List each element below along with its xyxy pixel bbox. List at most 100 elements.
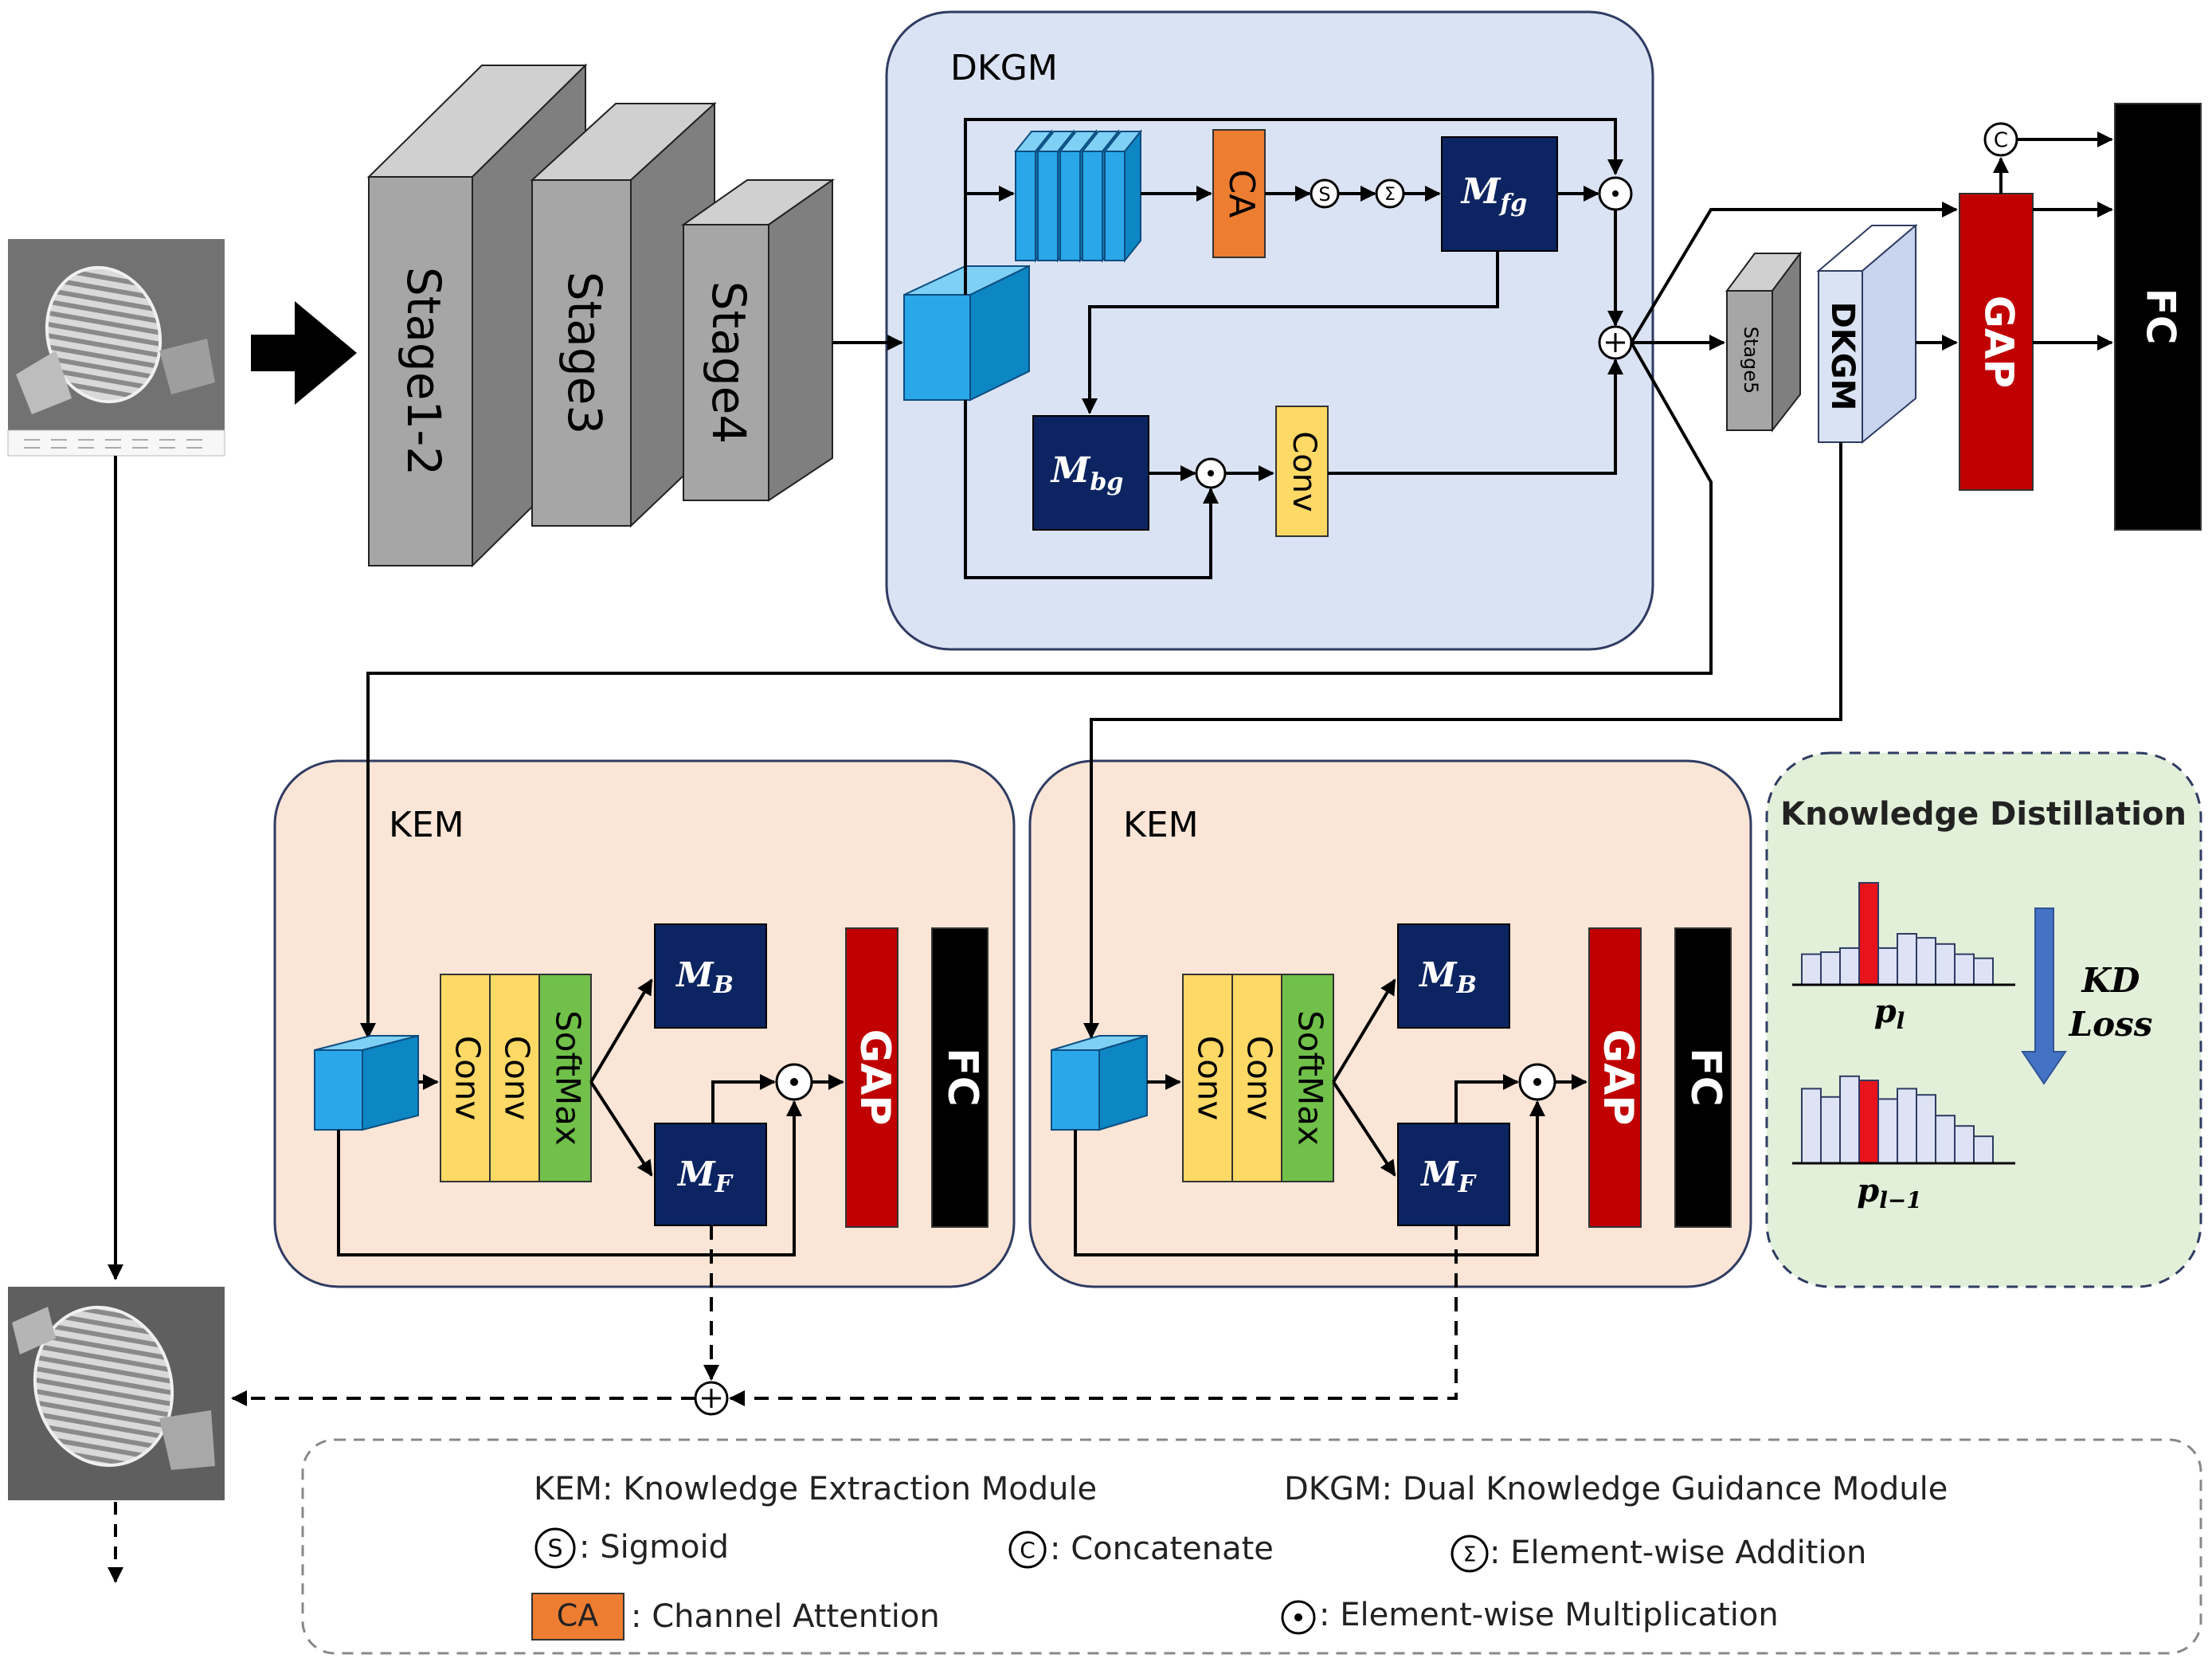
kd-hist-bottom-bar — [1954, 1125, 1975, 1164]
kem-left-mb — [654, 923, 767, 1029]
legend-sigmoid: : Sigmoid — [579, 1529, 729, 1566]
fc-label: FC — [2138, 288, 2184, 345]
kd-p-bottom: pl−1 — [1857, 1172, 1922, 1213]
legend-add: : Element-wise Addition — [1490, 1535, 1866, 1571]
kd-arrow — [2021, 907, 2067, 1085]
kem-right-title: KEM — [1123, 805, 1199, 845]
kem-left-cube — [314, 1034, 419, 1131]
stage3-label: Stage3 — [558, 272, 612, 435]
sum-symbol: Σ — [1384, 185, 1396, 205]
legend-ca: : Channel Attention — [631, 1598, 940, 1635]
legend-concat: : Concatenate — [1050, 1531, 1274, 1567]
kem-left-softmax-label: SoftMax — [549, 1010, 588, 1146]
kd-hist-top-bar — [1935, 943, 1956, 986]
legend-sigmoid-icon — [534, 1527, 576, 1569]
kd-hist-bottom-bar — [1916, 1094, 1936, 1164]
sigmoid-symbol: S — [1318, 183, 1330, 206]
dkgm-small-label: DKGM — [1824, 302, 1861, 411]
dkgm-mult-bottom-dot — [1208, 470, 1214, 476]
dkgm-conv-block — [1275, 406, 1329, 537]
m-fg-block — [1441, 136, 1558, 252]
kem-right-mf-label: MF — [1419, 1154, 1478, 1198]
m-fg-label: Mfg — [1460, 171, 1528, 218]
gap-block — [1959, 193, 2034, 491]
kd-loss-label-b: Loss — [2069, 1005, 2153, 1044]
kem-right-mult-dot — [1533, 1078, 1541, 1086]
m-bg-block — [1032, 415, 1149, 531]
kd-title: Knowledge Distillation — [1780, 796, 2187, 833]
head-lines — [360, 131, 2113, 1039]
legend-dkgm: DKGM: Dual Knowledge Guidance Module — [1284, 1471, 1948, 1507]
ca-label: CA — [1221, 170, 1262, 218]
legend-sigmoid-symbol: S — [547, 1535, 562, 1563]
kem-left-conv1 — [440, 974, 491, 1182]
dkgm-title: DKGM — [950, 48, 1058, 88]
legend-ca-box — [531, 1593, 624, 1641]
kem-left-mf — [654, 1123, 767, 1226]
kem-left-conv2 — [489, 974, 540, 1182]
legend-add-icon — [1451, 1535, 1489, 1573]
kd-hist-bottom-bar — [1858, 1080, 1879, 1164]
kd-p-top: pl — [1874, 993, 1905, 1034]
kd-hist-top-bar — [1973, 957, 1994, 986]
ca-block — [1212, 129, 1266, 258]
fc-block — [2114, 103, 2202, 531]
kd-hist-top-bar — [1954, 953, 1975, 986]
kd-hist-bottom-bar — [1801, 1088, 1822, 1165]
kd-hist-bottom-bar — [1839, 1075, 1860, 1165]
kem-right-mb-label: MB — [1418, 955, 1477, 999]
kem-right-mb — [1397, 923, 1510, 1029]
stage12-label: Stage1-2 — [397, 267, 451, 476]
kem-left-mb-label: MB — [675, 955, 734, 999]
kem-left-gap — [845, 927, 899, 1228]
kem-right-cube — [1051, 1034, 1148, 1131]
dkgm-mult-dot — [1612, 190, 1619, 197]
legend-concat-symbol: C — [1020, 1537, 1036, 1563]
kem-right-fc — [1674, 927, 1732, 1228]
kem-left-conv2-label: Conv — [498, 1036, 537, 1121]
kd-hist-top-bar — [1877, 947, 1898, 986]
kem-right-mf — [1397, 1123, 1510, 1226]
kem-right-fc-label: FC — [1682, 1048, 1729, 1107]
kem-left-conv1-label: Conv — [448, 1036, 487, 1121]
kem-right-conv1 — [1182, 974, 1233, 1182]
kd-hist-bottom-bar — [1935, 1115, 1956, 1164]
kem-right-lines — [1074, 978, 1588, 1256]
kem-left-title: KEM — [389, 805, 464, 845]
kem-left-mf-label: MF — [676, 1154, 734, 1198]
kd-hist-bottom-bar — [1897, 1088, 1917, 1165]
legend-mult-dot — [1294, 1613, 1302, 1621]
concat-symbol: C — [1994, 129, 2008, 153]
kem-right-gap-label: GAP — [1594, 1029, 1642, 1125]
legend-panel — [301, 1438, 2202, 1655]
legend-add-symbol: Σ — [1463, 1543, 1476, 1567]
kem-right-gap — [1588, 927, 1642, 1228]
input-image — [7, 239, 225, 457]
dkgm-lines — [964, 118, 1623, 579]
kem-left-fc — [931, 927, 989, 1228]
gap-label: GAP — [1976, 296, 2022, 388]
dkgm-small-block: DKGM — [1816, 223, 1918, 445]
input-arrow — [251, 301, 357, 405]
kem-left-lines — [337, 978, 844, 1256]
kem-left-panel — [273, 759, 1016, 1288]
feature-stack — [1013, 129, 1143, 263]
kd-hist-top-bar — [1916, 937, 1936, 986]
kem-left-fc-label: FC — [938, 1048, 986, 1107]
kem-left-gap-label: GAP — [851, 1029, 899, 1125]
legend-ca-box-label: CA — [557, 1598, 599, 1633]
stage4-block: Stage4 — [680, 178, 836, 502]
kd-hist-bottom-bar — [1820, 1096, 1841, 1165]
kd-hist-top-bar — [1801, 953, 1822, 986]
stage5-block: Stage5 — [1725, 250, 1802, 433]
kd-hist-top-bar — [1820, 951, 1841, 986]
legend-kem: KEM: Knowledge Extraction Module — [534, 1471, 1097, 1507]
kd-loss-label-a: KD — [2081, 961, 2141, 1000]
stage4-label: Stage4 — [702, 281, 756, 445]
merge-dashed-lines — [231, 1225, 1458, 1406]
kd-hist-top-bar — [1839, 947, 1860, 986]
kem-right-conv1-label: Conv — [1191, 1036, 1230, 1121]
kd-hist-top-bar — [1858, 882, 1879, 986]
legend-mult: : Element-wise Multiplication — [1319, 1597, 1779, 1633]
